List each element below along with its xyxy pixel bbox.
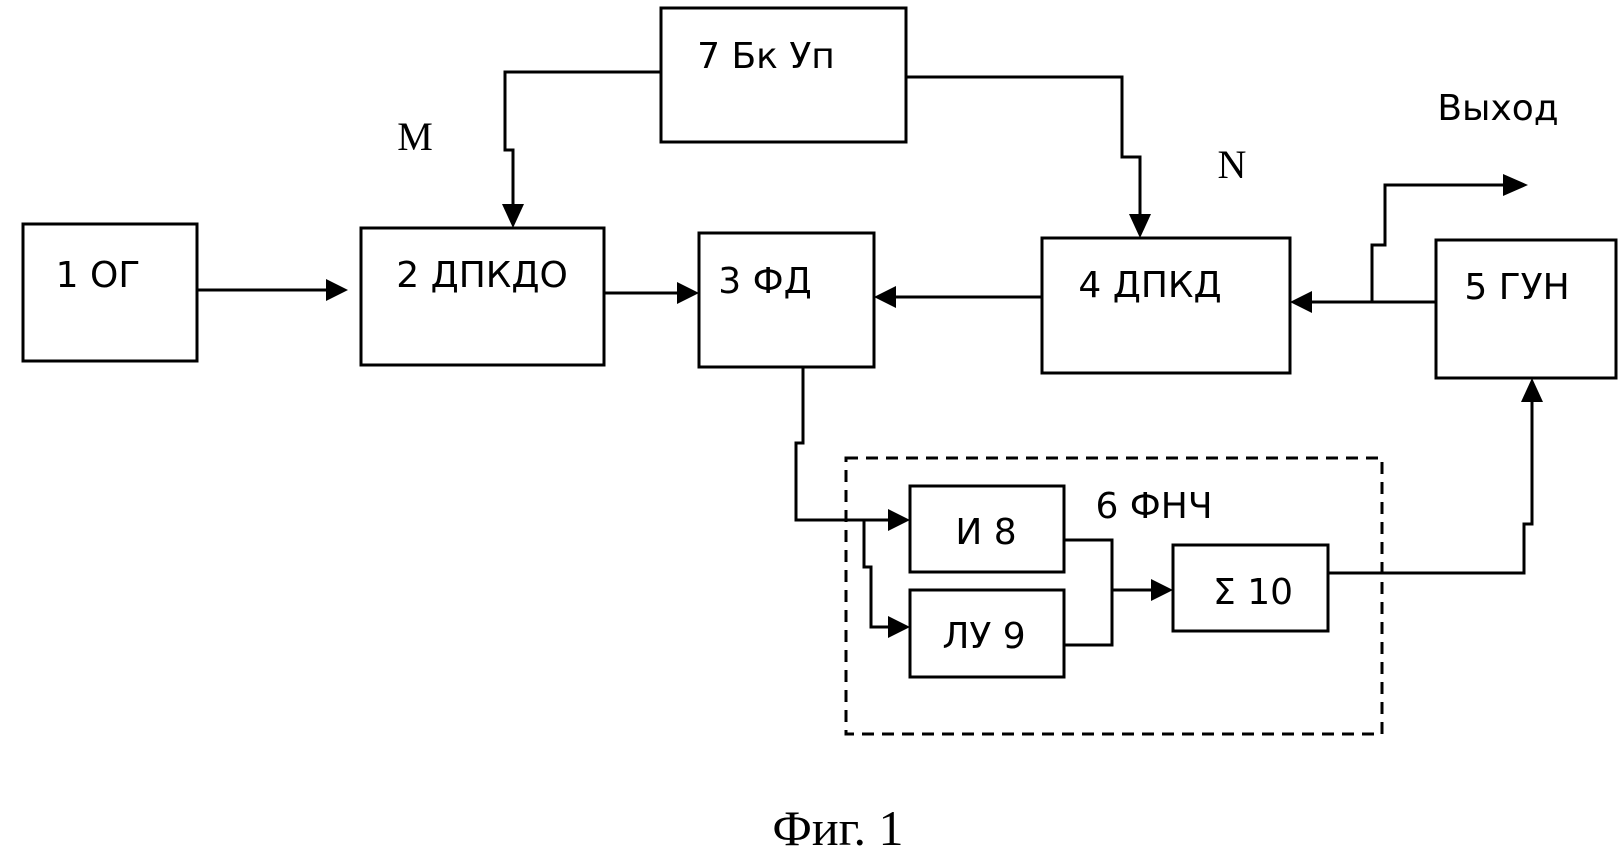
wire-i-lu-to-sum (1064, 540, 1173, 645)
wire-dpkd-to-fd (874, 286, 1042, 308)
block-8-i: И 8 (910, 486, 1064, 572)
block-6-fnch-label: 6 ФНЧ (1095, 486, 1212, 527)
block-2-dpkdo: 2 ДПКДО (361, 228, 604, 365)
figure-caption: Фиг. 1 (772, 800, 903, 856)
block-5-gun: 5 ГУН (1436, 240, 1616, 378)
wire-bkup-to-dpkdo-m (502, 72, 661, 228)
output-label: Выход (1437, 88, 1558, 129)
block-9-lu-label: ЛУ 9 (942, 616, 1025, 657)
block-2-dpkdo-label: 2 ДПКДО (396, 255, 568, 296)
block-3-fd: 3 ФД (699, 233, 874, 367)
block-7-bkup-label: 7 Бк Уп (697, 36, 835, 77)
wire-fd-to-fnch (796, 367, 910, 638)
block-4-dpkd: 4 ДПКД (1042, 238, 1290, 373)
wire-sum-to-gun (1328, 378, 1543, 573)
block-3-fd-label: 3 ФД (718, 261, 811, 302)
signal-m-label: M (397, 114, 433, 159)
wire-gun-to-dpkd (1290, 291, 1436, 313)
block-4-dpkd-label: 4 ДПКД (1078, 265, 1221, 306)
wire-og-to-dpkdo (197, 279, 348, 301)
block-1-og-label: 1 ОГ (56, 255, 141, 296)
block-7-bkup: 7 Бк Уп (661, 8, 906, 142)
block-1-og: 1 ОГ (23, 224, 197, 361)
block-5-gun-label: 5 ГУН (1464, 267, 1569, 308)
block-8-i-label: И 8 (955, 512, 1016, 553)
wire-bkup-to-dpkd-n (906, 77, 1151, 238)
wire-dpkdo-to-fd (604, 282, 699, 304)
block-10-sum: Σ 10 (1173, 545, 1328, 631)
block-9-lu: ЛУ 9 (910, 590, 1064, 677)
block-10-sum-label: Σ 10 (1213, 572, 1293, 613)
signal-n-label: N (1218, 142, 1247, 187)
